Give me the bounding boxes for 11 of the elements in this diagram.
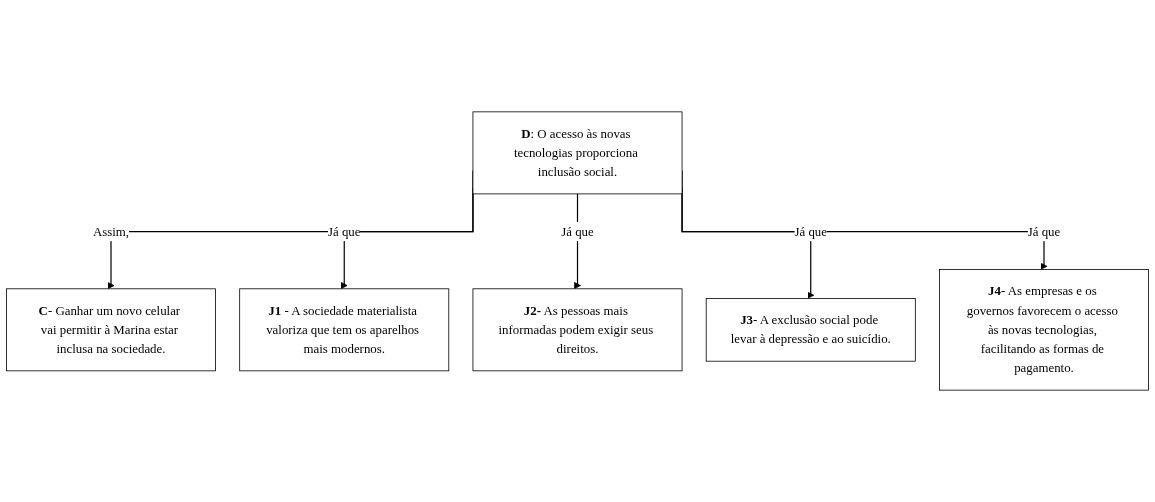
edge-label: Já que (1027, 224, 1061, 239)
edge-label: Já que (794, 224, 828, 239)
edge-label: Já que (561, 224, 594, 239)
node-box: J2- As pessoas mais informadas podem exigir seus direitos. (472, 288, 683, 372)
node-box: J3- A exclusão social pode levar à depressão e ao suicídio. (705, 298, 916, 362)
node-box: J1 - A sociedade materialista valoriza que tem os aparelhos mais modernos. (239, 288, 450, 372)
node-box: J4- As empresas e os governos favorecem o acesso às novas tecnologias, facilitando as formas de pagamento. (939, 269, 1149, 391)
edge-label: Assim, (92, 224, 130, 239)
node-box: C- Ganhar um novo celular vai permitir à Marina estar inclusa na sociedade. (6, 288, 216, 372)
edge-label: Já que (327, 224, 361, 239)
node-box: D: O acesso às novas tecnologias proporciona inclusão social. (472, 111, 683, 195)
